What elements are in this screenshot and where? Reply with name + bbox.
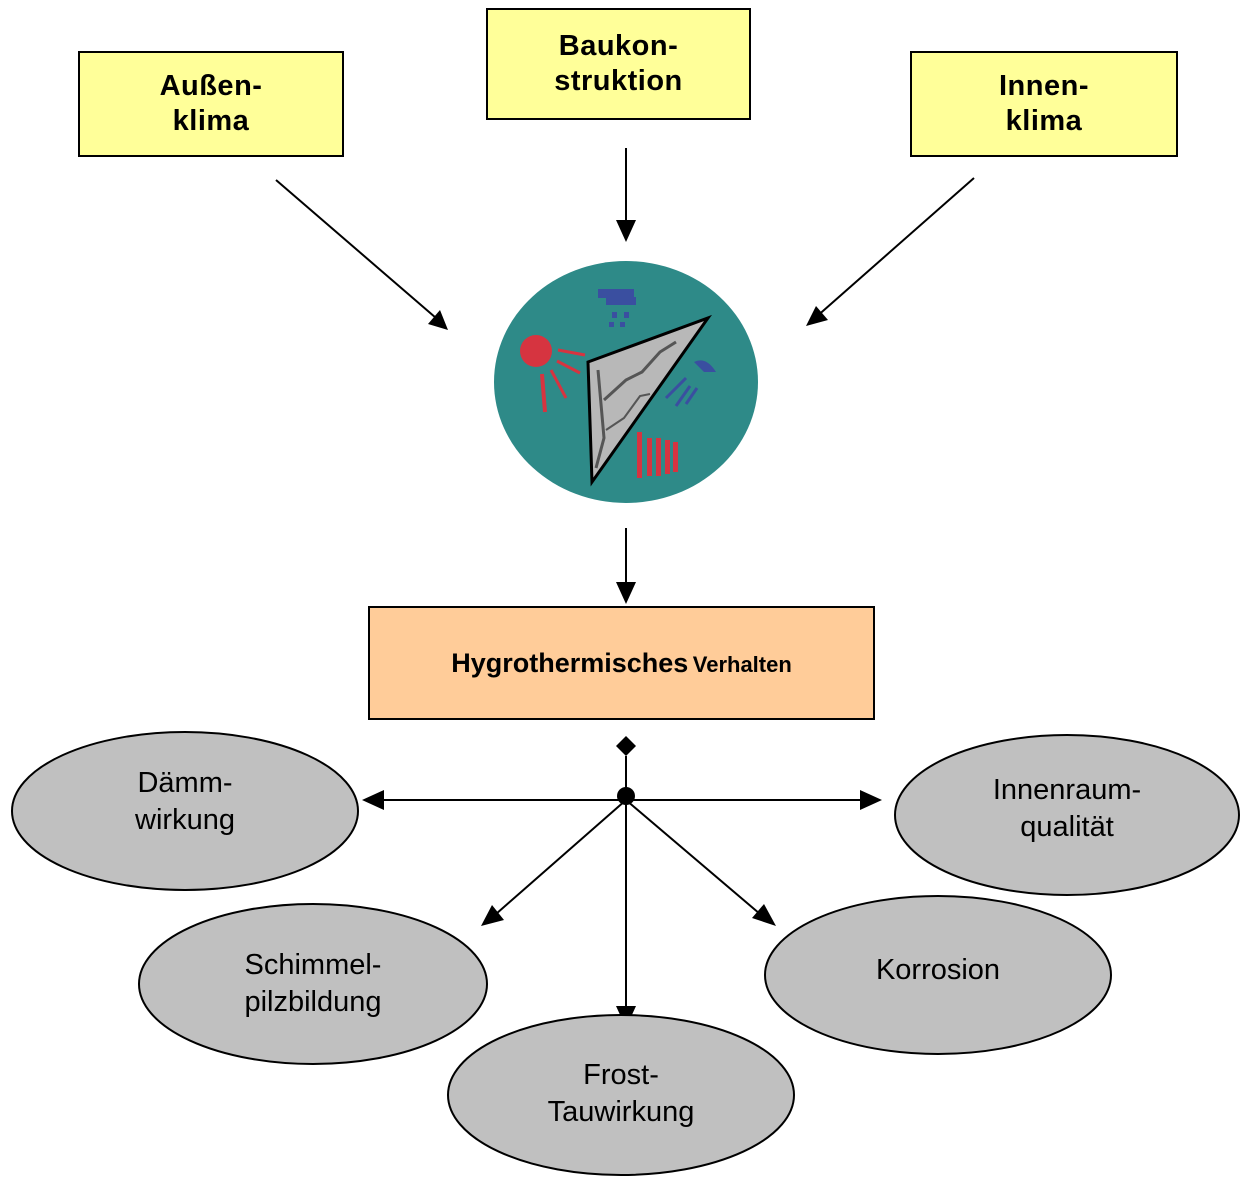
daemmwirkung-line-2: wirkung xyxy=(135,804,235,836)
korrosion-line-1: Korrosion xyxy=(875,953,1001,986)
baukonstruktion-label: Baukon- struktion xyxy=(487,9,750,119)
schimmelpilzbildung-line-1: Schimmel- xyxy=(244,949,382,981)
output-arrows xyxy=(362,790,882,1028)
daemmwirkung-ellipse xyxy=(11,731,359,891)
arrow-innenklima-head xyxy=(806,306,828,326)
hygrothermisches-text: Hygrothermisches xyxy=(451,647,689,678)
innenklima-box xyxy=(910,51,1178,157)
arrow-korrosion xyxy=(625,799,761,915)
frost-tauwirkung-line-2: Tauwirkung xyxy=(547,1096,695,1128)
arrow-baukonstruktion-head xyxy=(616,220,636,242)
schimmelpilzbildung-line-2: pilzbildung xyxy=(244,986,382,1018)
building-wall-climate-icon xyxy=(494,261,758,503)
innenraumqualitaet-label: Innenraum- qualität xyxy=(922,769,1212,849)
schimmelpilzbildung-label: Schimmel- pilzbildung xyxy=(168,944,458,1024)
arrow-innenklima xyxy=(814,177,975,319)
aussenklima-line-2: klima xyxy=(172,105,250,137)
baukonstruktion-line-2: struktion xyxy=(554,65,683,97)
input-arrows xyxy=(275,148,975,330)
wall-section-icon xyxy=(586,314,713,487)
hygrothermisches-verhalten-box xyxy=(368,606,875,720)
innenklima-line-1: Innen- xyxy=(999,70,1089,102)
arrow-aussenklima-head xyxy=(428,310,448,330)
korrosion-label: Korrosion xyxy=(793,930,1083,1010)
aussenklima-line-1: Außen- xyxy=(159,70,263,102)
frost-tauwirkung-ellipse xyxy=(447,1014,795,1176)
innenraumqualitaet-ellipse xyxy=(894,734,1240,896)
baukonstruktion-line-1: Baukon- xyxy=(558,30,679,62)
korrosion-ellipse xyxy=(764,895,1112,1055)
innenraumqualitaet-line-2: qualität xyxy=(1020,811,1114,843)
innenklima-line-2: klima xyxy=(1005,105,1083,137)
aussenklima-label: Außen- klima xyxy=(79,52,343,156)
arrow-to-verhalten-head xyxy=(616,582,636,604)
arrow-schimmelpilzbildung xyxy=(495,799,627,915)
innenklima-label: Innen- klima xyxy=(911,52,1177,156)
heat-bars-icon xyxy=(637,432,678,478)
verhalten-text: Verhalten xyxy=(692,651,792,677)
frost-tauwirkung-label: Frost- Tauwirkung xyxy=(476,1054,766,1134)
innenraumqualitaet-line-1: Innenraum- xyxy=(992,774,1142,806)
aussenklima-box xyxy=(78,51,344,157)
schimmelpilzbildung-ellipse xyxy=(138,903,488,1065)
hygrothermisches-verhalten-label: Hygrothermisches Verhalten xyxy=(369,607,874,719)
wind-icon xyxy=(694,360,716,372)
daemmwirkung-line-1: Dämm- xyxy=(137,767,233,799)
frost-tauwirkung-line-1: Frost- xyxy=(583,1059,659,1091)
sun-icon xyxy=(520,335,552,367)
hub-diamond xyxy=(616,736,636,756)
daemmwirkung-label: Dämm- wirkung xyxy=(40,762,330,842)
arrow-aussenklima xyxy=(275,179,444,325)
rain-cloud-icon xyxy=(598,289,634,298)
baukonstruktion-box xyxy=(486,8,751,120)
